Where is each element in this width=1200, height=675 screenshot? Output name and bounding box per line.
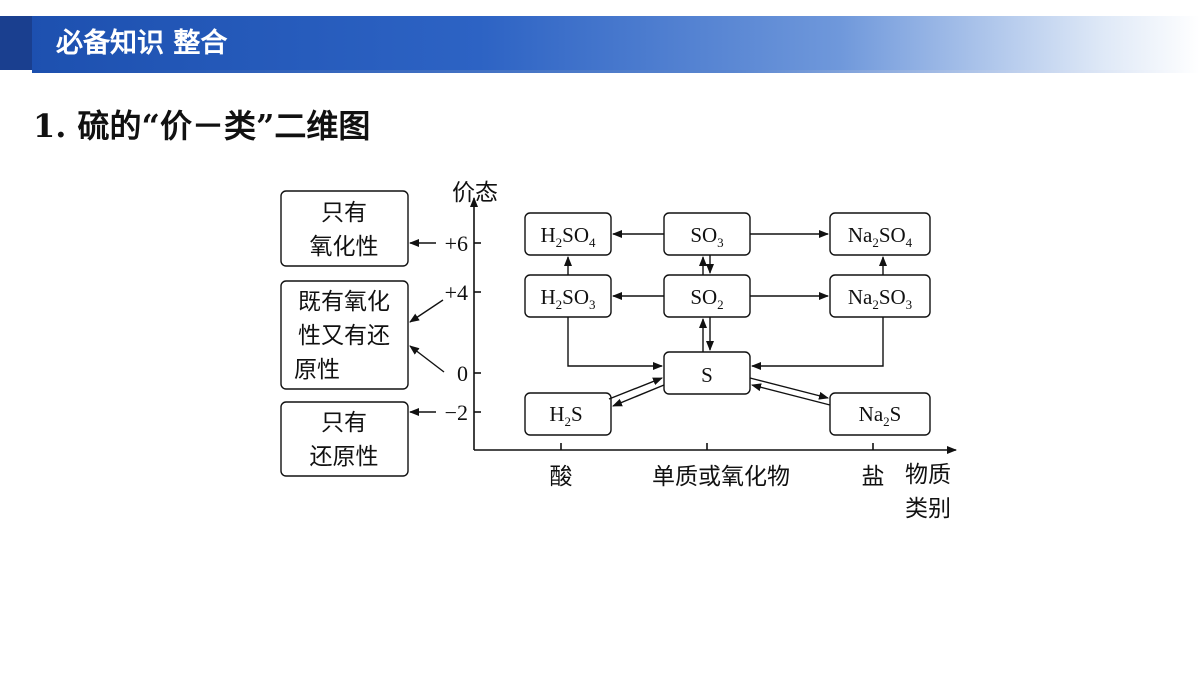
- arrow-na2so3-to-s: [751, 317, 884, 370]
- category-tick-salt: 盐: [862, 464, 885, 490]
- x-axis-label-line1: 物质: [905, 462, 951, 488]
- valence-tick-minus2: −2: [445, 400, 468, 425]
- arrow-s-to-na2s: [749, 377, 829, 400]
- formula-h2so4: H2SO4: [540, 223, 596, 250]
- property-box-oxidizing: [280, 190, 409, 267]
- valence-tick-plus4: +4: [445, 280, 468, 305]
- formula-na2so4: Na2SO4: [848, 223, 913, 250]
- header-accent: [0, 16, 32, 70]
- axes: [470, 197, 957, 454]
- property-both-line3: 原性: [294, 357, 340, 383]
- formula-s: S: [701, 363, 713, 387]
- y-axis-label: 价态: [452, 180, 498, 206]
- category-tick-acid: 酸: [550, 464, 573, 490]
- property-both-line1: 既有氧化: [298, 289, 390, 315]
- arrow-h2so3-to-s: [567, 317, 663, 370]
- header-underline: [32, 70, 1200, 73]
- property-box-reducing: [280, 401, 409, 477]
- formula-so2: SO2: [690, 285, 723, 312]
- species-box-na2s: [829, 392, 931, 436]
- formula-na2s: Na2S: [859, 402, 902, 429]
- property-oxidizing-line2: 氧化性: [310, 234, 379, 260]
- formula-na2so3: Na2SO3: [848, 285, 912, 312]
- section-title: 1. 硫的“价－类”二维图: [33, 107, 371, 145]
- arrow-na2s-to-s: [751, 383, 831, 406]
- formula-h2so3: H2SO3: [540, 285, 595, 312]
- x-axis-label-line2: 类别: [905, 496, 951, 522]
- arrow-plus4-to-both: [409, 299, 444, 323]
- property-oxidizing-line1: 只有: [321, 200, 367, 226]
- arrow-zero-to-both: [409, 345, 445, 373]
- valence-tick-plus6: +6: [445, 231, 468, 256]
- species-box-h2s: [524, 392, 612, 436]
- property-reducing-line1: 只有: [321, 410, 367, 436]
- category-tick-element-oxide: 单质或氧化物: [652, 464, 790, 490]
- arrow-s-to-h2s: [612, 384, 665, 407]
- property-box-both: [280, 280, 409, 390]
- species-box-h2so4: [524, 212, 612, 256]
- header-title: 必备知识 整合: [56, 28, 228, 59]
- species-box-na2so4: [829, 212, 931, 256]
- property-both-line2: 性又有还: [298, 323, 390, 349]
- header-bar: [0, 16, 1200, 70]
- species-box-na2so3: [829, 274, 931, 318]
- species-box-s: [663, 351, 751, 395]
- formula-h2s: H2S: [549, 402, 582, 429]
- valence-tick-zero: 0: [457, 361, 468, 386]
- arrow-h2s-to-s: [608, 377, 663, 400]
- property-reducing-line2: 还原性: [310, 444, 379, 470]
- formula-so3: SO3: [690, 223, 723, 250]
